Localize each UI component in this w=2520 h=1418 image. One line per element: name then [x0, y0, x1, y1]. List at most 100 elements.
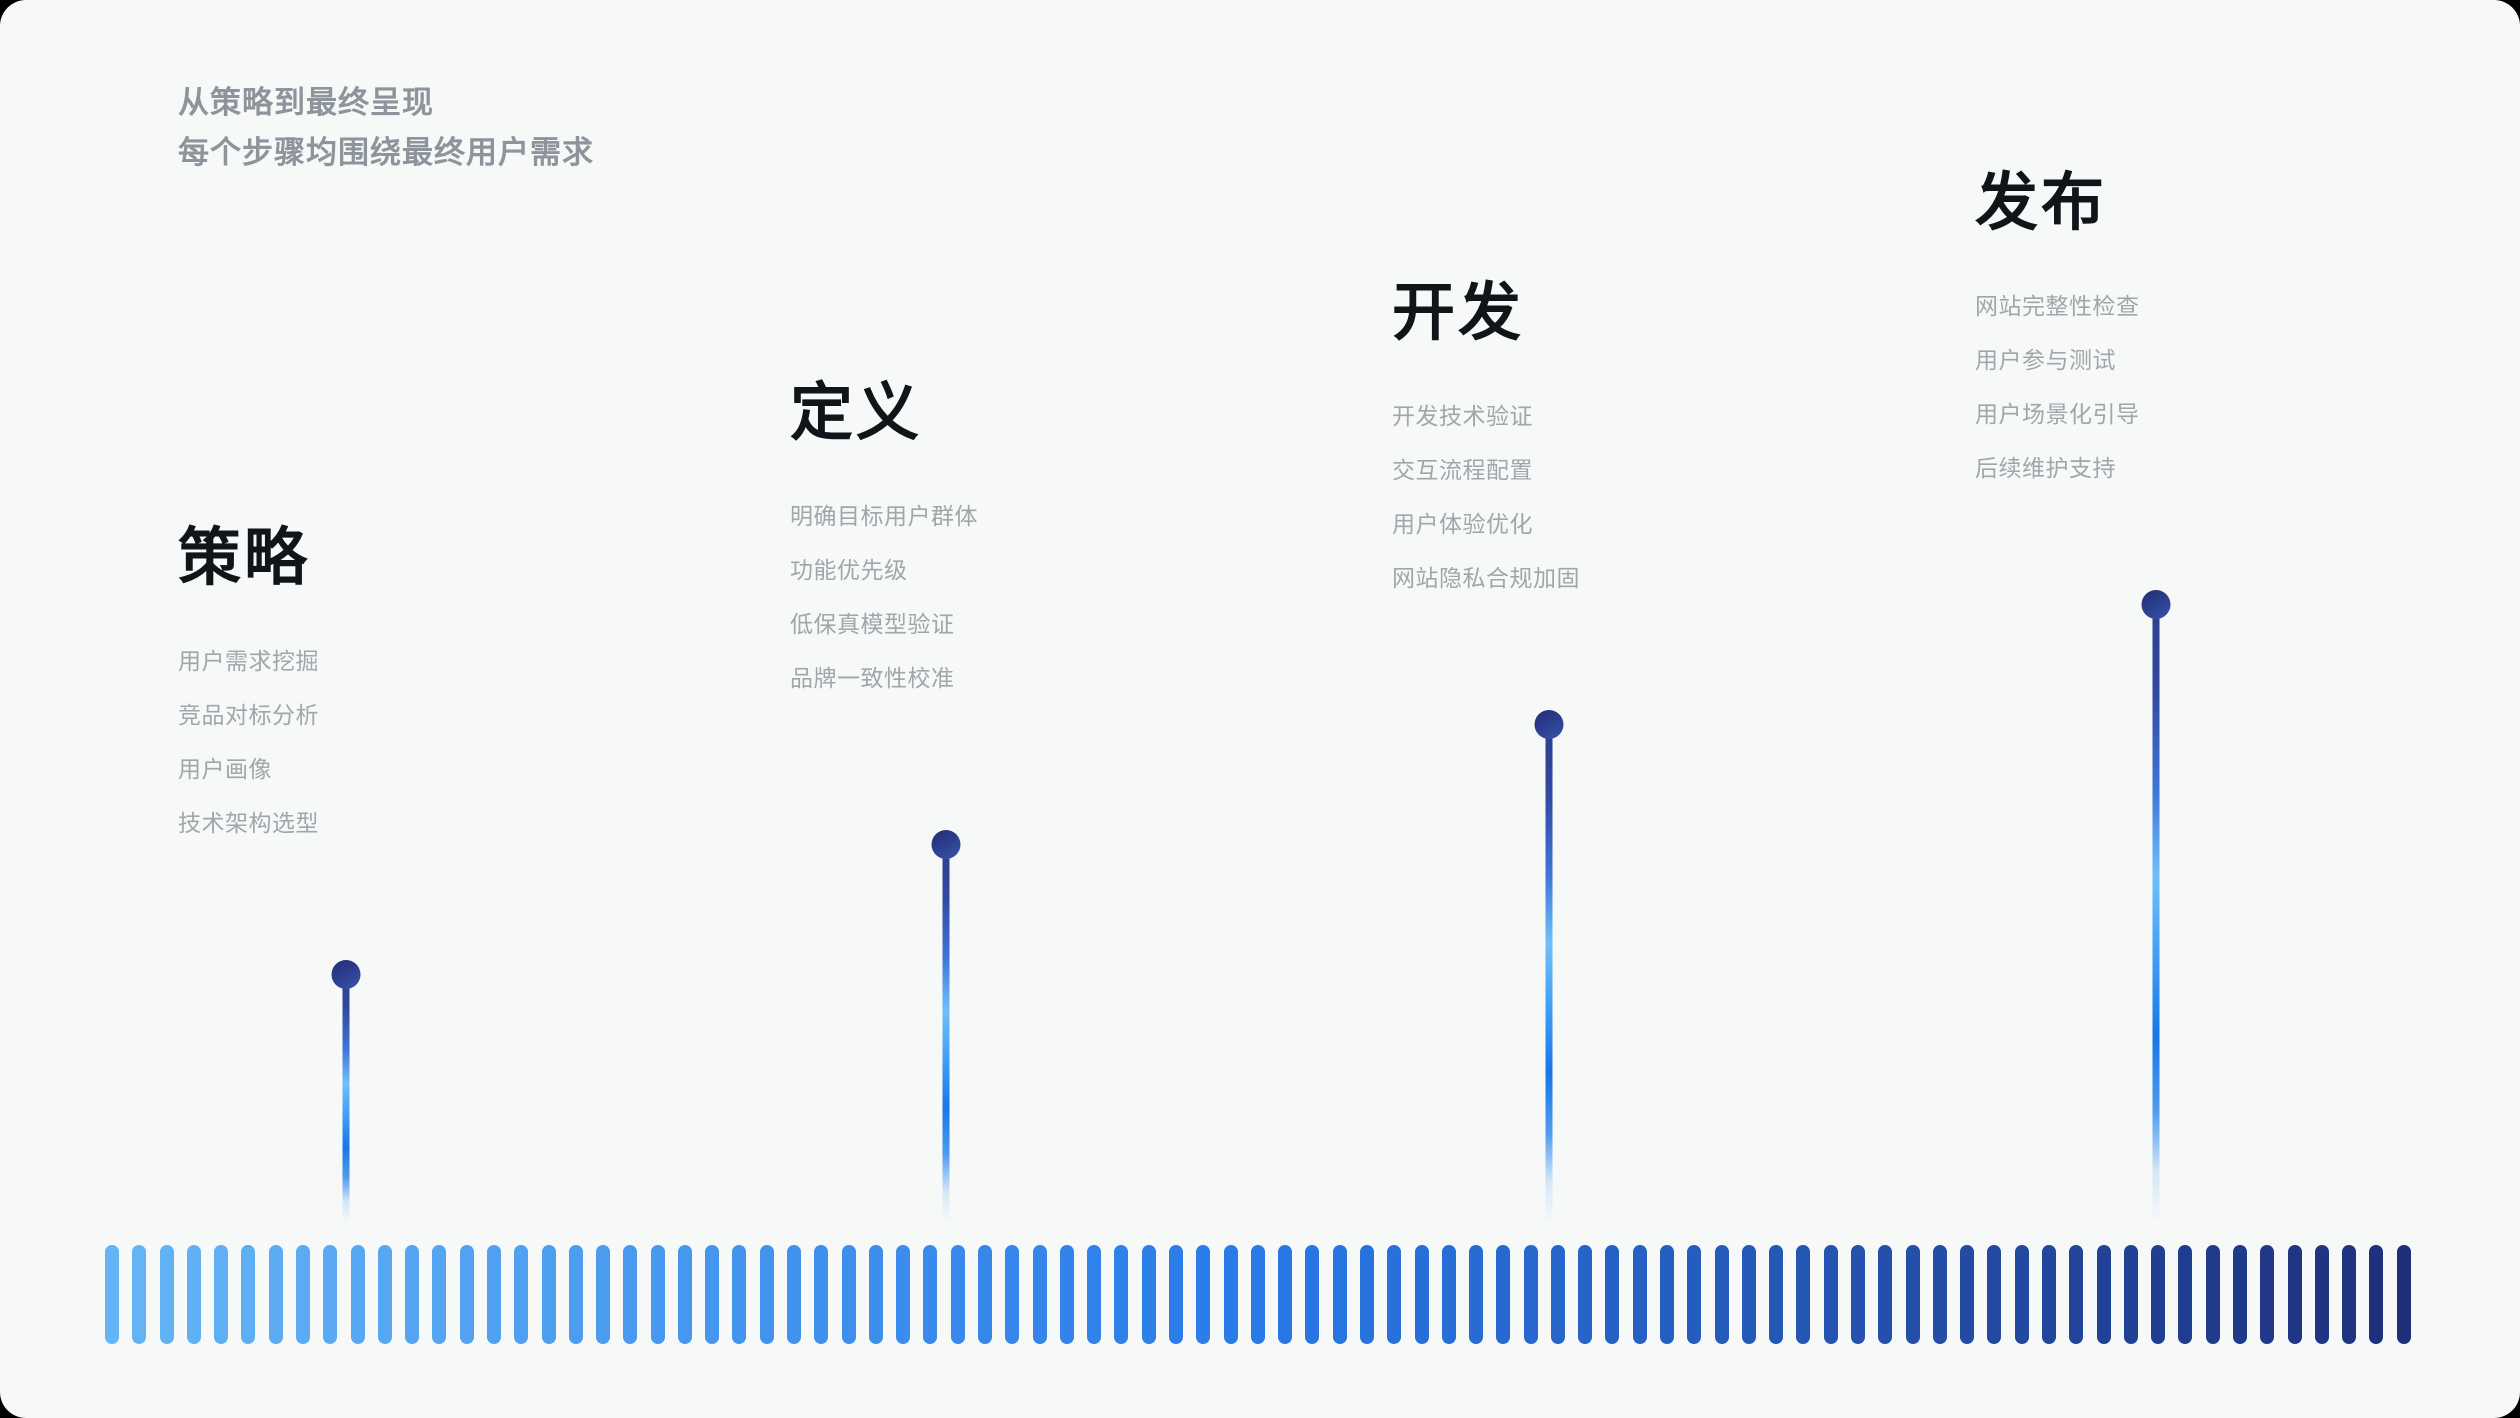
- timeline-bar: [978, 1245, 992, 1344]
- timeline-bar: [1250, 1245, 1265, 1344]
- header-line-2: 每个步骤均围绕最终用户需求: [178, 135, 594, 170]
- timeline-bar: [323, 1245, 338, 1344]
- timeline-bar: [1168, 1245, 1183, 1344]
- timeline-bar: [350, 1245, 365, 1344]
- timeline-bar: [1550, 1245, 1565, 1344]
- stage-item: 用户画像: [178, 756, 272, 782]
- timeline-bar: [268, 1245, 283, 1344]
- stage-item-list: 用户需求挖掘 竞品对标分析 用户画像 技术架构选型: [178, 634, 319, 850]
- timeline-bar: [841, 1245, 856, 1344]
- timeline-bar-strip: [105, 1245, 2411, 1344]
- timeline-bar: [1851, 1245, 1865, 1344]
- timeline-bar: [541, 1245, 556, 1344]
- pin-stem: [1545, 724, 1552, 1222]
- timeline-bar: [1523, 1245, 1538, 1344]
- timeline-bar: [1605, 1245, 1620, 1344]
- timeline-bar: [1032, 1245, 1047, 1344]
- timeline-bar: [1741, 1245, 1756, 1344]
- timeline-bar: [377, 1245, 392, 1344]
- timeline-bar: [2232, 1245, 2247, 1344]
- timeline-bar: [105, 1245, 119, 1344]
- timeline-bar: [159, 1245, 174, 1344]
- timeline-bar: [186, 1245, 201, 1344]
- timeline-bar: [650, 1245, 665, 1344]
- timeline-bar: [1141, 1245, 1156, 1344]
- stage-item: 用户需求挖掘: [178, 648, 319, 674]
- timeline-bar: [677, 1245, 692, 1344]
- milestone-pin-release[interactable]: [2141, 590, 2170, 1222]
- timeline-bar: [1632, 1245, 1647, 1344]
- stage-define[interactable]: 定义 明确目标用户群体 功能优先级 低保真模型验证 品牌一致性校准: [790, 382, 978, 705]
- timeline-bar: [486, 1245, 501, 1344]
- timeline-bar: [1414, 1245, 1429, 1344]
- timeline-bar: [1005, 1245, 1020, 1344]
- pin-stem: [2152, 604, 2159, 1222]
- timeline-bar: [1578, 1245, 1593, 1344]
- pin-dot: [2141, 590, 2170, 619]
- stage-item: 功能优先级: [790, 557, 908, 583]
- timeline-bar: [596, 1245, 611, 1344]
- timeline-bar: [2041, 1245, 2056, 1344]
- stage-item: 用户参与测试: [1975, 347, 2116, 373]
- timeline-bar: [241, 1245, 256, 1344]
- timeline-bar: [1305, 1245, 1320, 1344]
- milestone-pin-develop[interactable]: [1534, 710, 1563, 1222]
- header: 从策略到最终呈现 每个步骤均围绕最终用户需求: [178, 78, 594, 178]
- timeline-bar: [1932, 1245, 1947, 1344]
- timeline-bar: [2314, 1245, 2329, 1344]
- milestone-pin-define[interactable]: [931, 830, 960, 1222]
- timeline-bar: [1714, 1245, 1729, 1344]
- timeline-bar: [1114, 1245, 1129, 1344]
- milestone-pin-strategy[interactable]: [331, 960, 360, 1222]
- timeline-bar: [2260, 1245, 2275, 1344]
- stage-item: 技术架构选型: [178, 810, 319, 836]
- stage-item: 明确目标用户群体: [790, 503, 978, 529]
- timeline-bar: [1496, 1245, 1511, 1344]
- stage-item: 竞品对标分析: [178, 702, 319, 728]
- timeline-bar: [1441, 1245, 1456, 1344]
- timeline-bar: [814, 1245, 829, 1344]
- timeline-bar: [1223, 1245, 1238, 1344]
- stage-strategy[interactable]: 策略 用户需求挖掘 竞品对标分析 用户画像 技术架构选型: [178, 527, 319, 850]
- stage-release[interactable]: 发布 网站完整性检查 用户参与测试 用户场景化引导 后续维护支持: [1975, 172, 2140, 495]
- pin-dot: [931, 830, 960, 859]
- timeline-bar: [759, 1245, 774, 1344]
- stage-item: 网站隐私合规加固: [1392, 565, 1580, 591]
- timeline-bar: [1087, 1245, 1102, 1344]
- timeline-bar: [1769, 1245, 1784, 1344]
- timeline-bar: [2342, 1245, 2357, 1344]
- timeline-bar: [2396, 1245, 2411, 1344]
- timeline-bar: [2151, 1245, 2166, 1344]
- timeline-bar: [787, 1245, 802, 1344]
- stage-title: 定义: [790, 378, 922, 448]
- timeline-bar: [2069, 1245, 2084, 1344]
- stage-develop[interactable]: 开发 开发技术验证 交互流程配置 用户体验优化 网站隐私合规加固: [1392, 282, 1580, 605]
- timeline-bar: [2014, 1245, 2029, 1344]
- timeline-bar: [1878, 1245, 1893, 1344]
- timeline-bar: [568, 1245, 583, 1344]
- timeline-bar: [623, 1245, 638, 1344]
- timeline-bar: [1823, 1245, 1838, 1344]
- timeline-bar: [950, 1245, 965, 1344]
- timeline-bar: [132, 1245, 147, 1344]
- pin-stem: [342, 974, 349, 1222]
- timeline-bar: [923, 1245, 938, 1344]
- timeline-bar: [2205, 1245, 2220, 1344]
- pin-dot: [1534, 710, 1563, 739]
- timeline-bar: [1796, 1245, 1811, 1344]
- timeline-bar: [896, 1245, 911, 1344]
- timeline-bar: [705, 1245, 720, 1344]
- header-line-1: 从策略到最终呈现: [178, 85, 434, 120]
- stage-title: 开发: [1392, 278, 1524, 348]
- stage-item: 开发技术验证: [1392, 403, 1533, 429]
- timeline-bar: [514, 1245, 529, 1344]
- timeline-bar: [1660, 1245, 1675, 1344]
- timeline-bar: [1469, 1245, 1484, 1344]
- stage-item-list: 网站完整性检查 用户参与测试 用户场景化引导 后续维护支持: [1975, 279, 2140, 495]
- timeline-bar: [1196, 1245, 1211, 1344]
- timeline-bar: [295, 1245, 310, 1344]
- timeline-bar: [1059, 1245, 1074, 1344]
- timeline-bar: [1960, 1245, 1975, 1344]
- stage-item-list: 开发技术验证 交互流程配置 用户体验优化 网站隐私合规加固: [1392, 389, 1580, 605]
